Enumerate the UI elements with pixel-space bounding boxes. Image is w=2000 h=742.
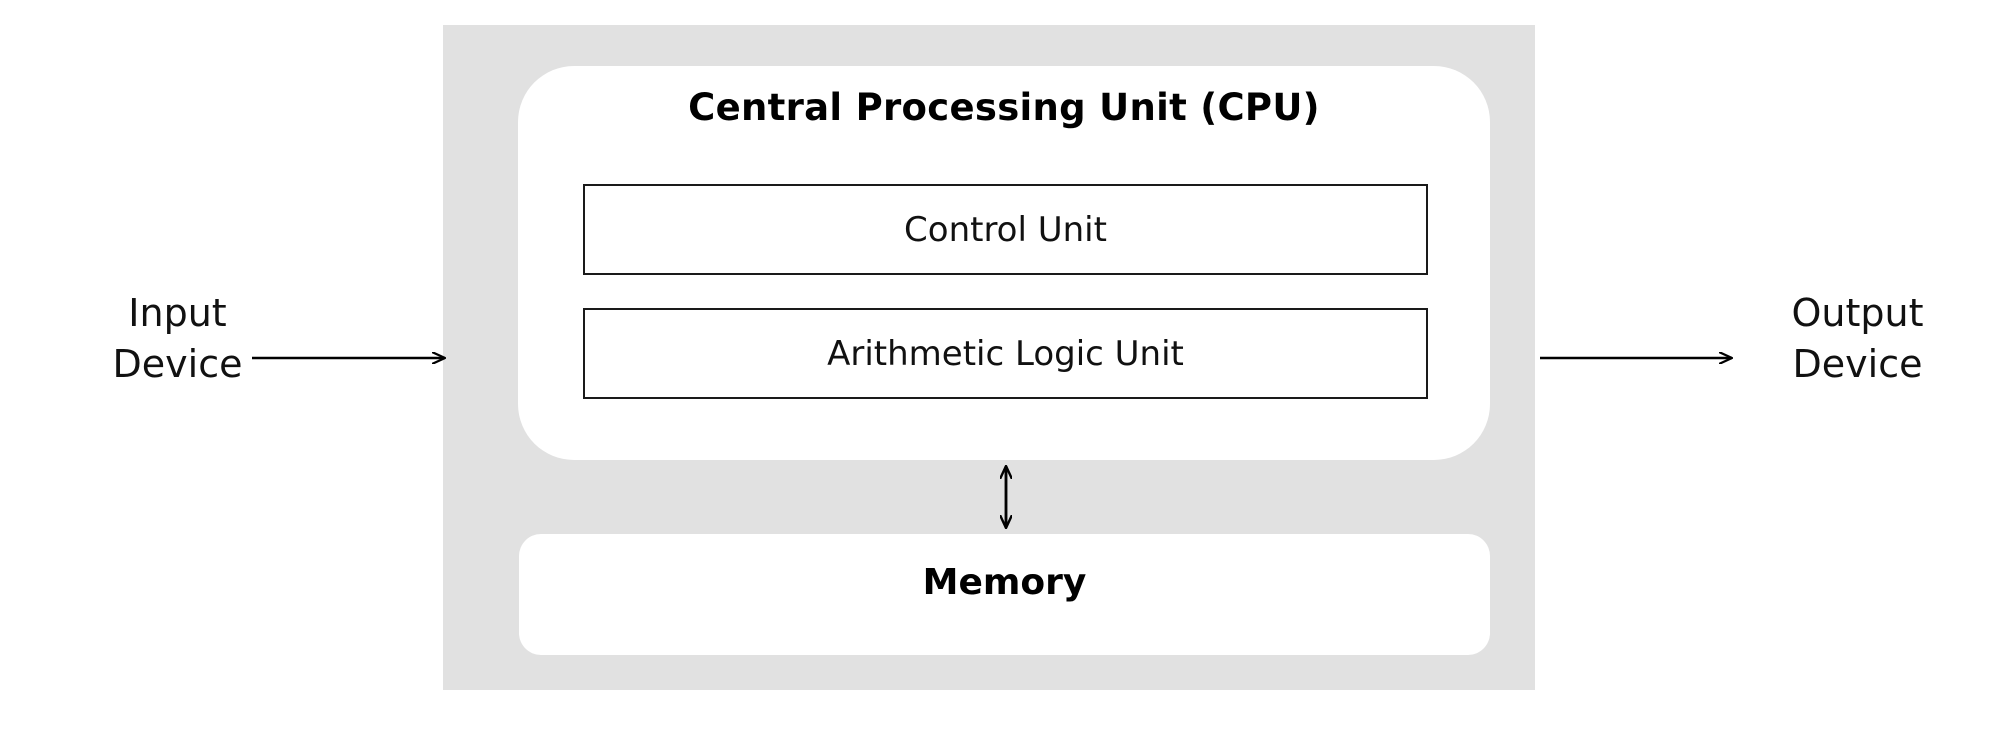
output-device-line-2: Device — [1792, 341, 1923, 386]
input-device-line-2: Device — [112, 341, 243, 386]
memory-card: Memory — [519, 534, 1490, 655]
cpu-card: Central Processing Unit (CPU) Control Un… — [518, 66, 1490, 460]
output-device-line-1: Output — [1791, 291, 1924, 335]
cpu-title: Central Processing Unit (CPU) — [688, 86, 1320, 129]
input-device-line-1: Input — [128, 291, 227, 335]
control-unit-box: Control Unit — [583, 184, 1428, 275]
memory-label: Memory — [922, 562, 1087, 603]
control-unit-label: Control Unit — [904, 209, 1107, 250]
arithmetic-logic-unit-label: Arithmetic Logic Unit — [827, 333, 1184, 374]
input-device-label: Input Device — [60, 288, 295, 389]
output-device-label: Output Device — [1740, 288, 1975, 389]
arithmetic-logic-unit-box: Arithmetic Logic Unit — [583, 308, 1428, 399]
